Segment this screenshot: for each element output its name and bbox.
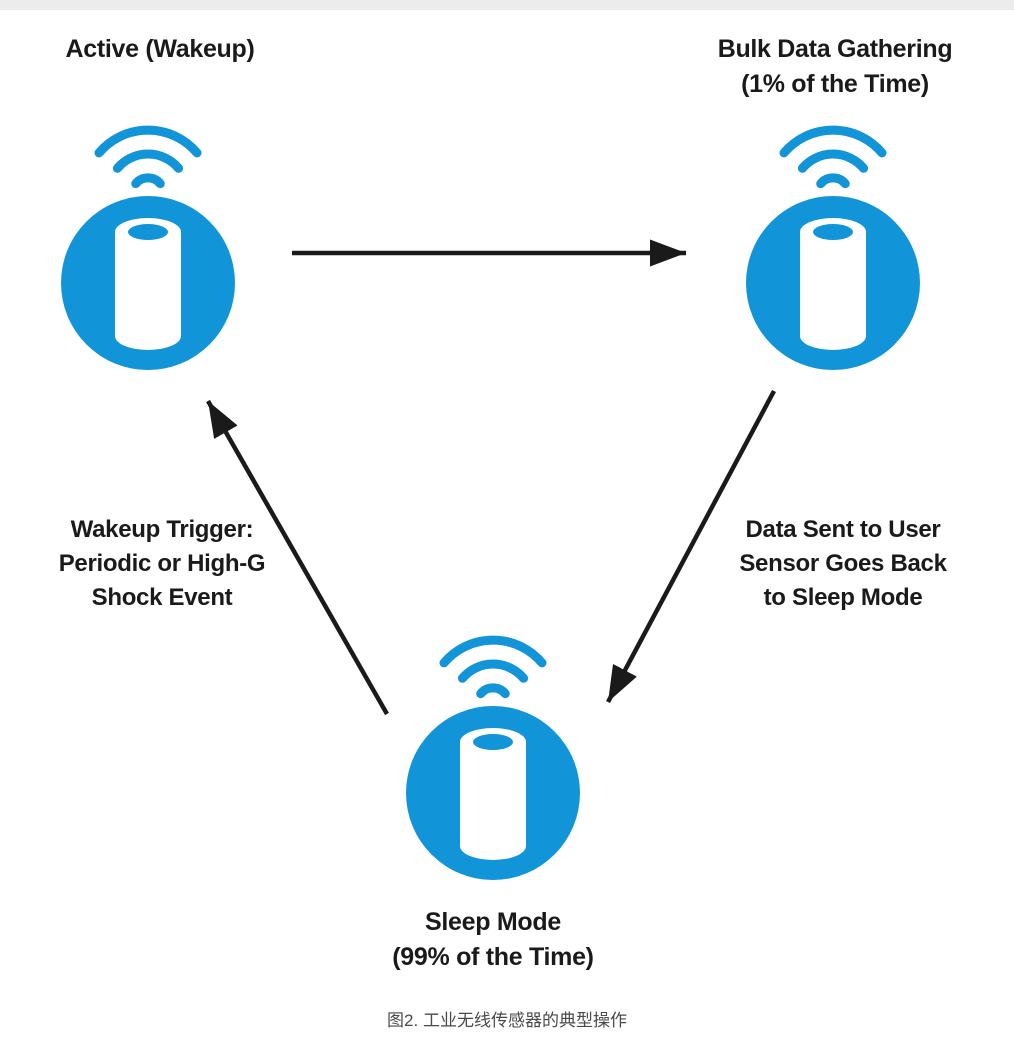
wifi-waves-icon: [439, 635, 547, 699]
wifi-waves-icon: [779, 125, 887, 189]
sensor-icon-active: [53, 108, 243, 376]
sensor-icon-bulk-data-gathering: [738, 108, 928, 376]
edge-label-data-sent: Data Sent to User Sensor Goes Back to Sl…: [739, 516, 947, 611]
arrow-sleep-to-active: [206, 399, 389, 716]
edge-label-wakeup-trigger: Wakeup Trigger: Periodic or High-G Shock…: [58, 516, 266, 611]
sensor-cylinder: [800, 232, 866, 350]
sensor-icon-sleep-mode: [398, 618, 588, 886]
figure-caption: 图2. 工业无线传感器的典型操作: [387, 1011, 627, 1030]
arrow-bulk-to-sleep: [606, 389, 776, 704]
node-label-bulk-data-gathering: Bulk Data Gathering (1% of the Time): [717, 35, 953, 98]
sensor-cylinder: [115, 232, 181, 350]
sensor-cylinder-opening: [813, 224, 853, 240]
sensor-cylinder-opening: [128, 224, 168, 240]
sensor-cylinder: [460, 742, 526, 860]
wifi-waves-icon: [94, 125, 202, 189]
top-strip: [0, 0, 1014, 10]
node-label-active: Active (Wakeup): [65, 35, 255, 63]
node-label-sleep-mode: Sleep Mode (99% of the Time): [392, 908, 594, 971]
sensor-cylinder-opening: [473, 734, 513, 750]
